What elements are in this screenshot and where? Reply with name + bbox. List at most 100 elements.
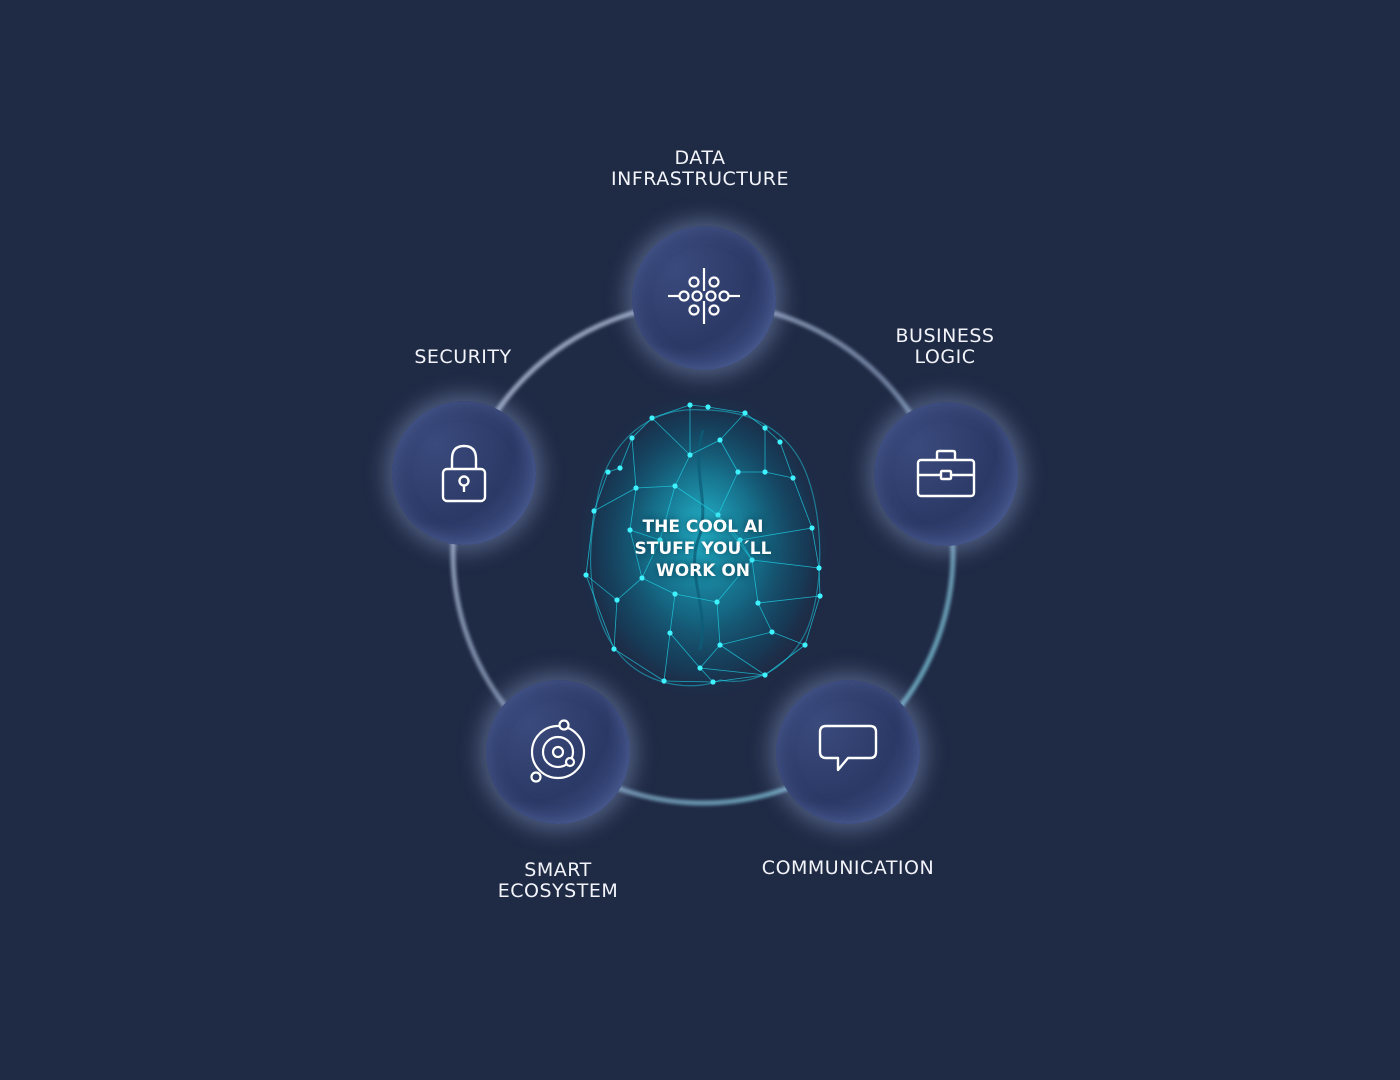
mesh-link [674,454,691,487]
data-infrastructure-label: DATA INFRASTRUCTURE [600,148,800,190]
security-node[interactable] [392,401,536,545]
mesh-link [669,632,701,669]
communication-label-line-1: COMMUNICATION [761,857,935,879]
mesh-node [742,410,748,416]
padlock-icon [441,444,487,503]
mesh-link [719,631,773,646]
mesh-node [617,465,623,471]
center-title-line-3: WORK ON [655,561,751,581]
smart-ecosystem-label-line-2: ECOSYSTEM [497,880,619,902]
mesh-node [762,425,768,431]
mesh-node [717,437,723,443]
mesh-node [687,452,693,458]
neural-network-mesh [585,404,821,683]
mesh-link [719,644,766,676]
mesh-link [585,510,595,576]
mesh-link [674,485,719,516]
mesh-node [657,537,663,543]
mesh-node [629,435,635,441]
mesh-link [613,648,665,682]
mesh-link [689,404,709,408]
mesh-node [802,642,808,648]
mesh-link [699,644,721,669]
smart-ecosystem-label-line-1: SMART [524,859,592,881]
center-title: THE COOL AI STUFF YOU´LL WORK ON [600,516,806,582]
mesh-link [616,577,643,601]
mesh-node [697,665,703,671]
mesh-link [712,674,766,683]
mesh-link [764,427,781,443]
briefcase-icon [916,449,976,498]
mesh-link [719,412,746,441]
business-logic-label-line-2: LOGIC [914,346,976,368]
mesh-link [651,404,691,419]
mesh-node [614,597,620,603]
mesh-link [804,595,821,646]
mesh-node [717,642,723,648]
orbit-icon [530,719,586,783]
mesh-link [751,559,759,604]
mesh-node [714,599,720,605]
mesh-node [817,593,823,599]
mesh-link [629,487,637,531]
mesh-link [717,514,753,561]
mesh-node [715,512,721,518]
mesh-link [707,406,746,414]
mesh-link [717,514,741,541]
mesh-link [818,567,821,597]
data-grid-icon [668,268,740,324]
mesh-link [792,477,813,529]
mesh-node [649,415,655,421]
smart-ecosystem-node[interactable] [486,680,630,824]
mesh-link [585,574,618,601]
business-logic-node[interactable] [874,402,1018,546]
mesh-node [737,537,743,543]
mesh-link [641,577,676,595]
business-logic-label: BUSINESS LOGIC [870,326,1020,368]
mesh-link [771,631,806,646]
data-infrastructure-node[interactable] [632,226,776,370]
brain-fold [693,429,705,651]
mesh-link [719,439,739,473]
mesh-link [716,601,721,646]
mesh-link [631,417,653,439]
mesh-node [667,630,673,636]
mesh-link [669,593,676,634]
mesh-link [663,680,714,683]
mesh-link [651,417,691,456]
mesh-link [699,667,714,683]
mesh-node [591,508,597,514]
mesh-node [627,527,633,533]
mesh-link [641,539,661,579]
mesh-node [687,402,693,408]
mesh-link [717,471,739,516]
mesh-link [629,529,661,541]
mesh-link [593,471,609,512]
mesh-link [764,471,794,479]
mesh-node [639,575,645,581]
communication-node[interactable] [776,680,920,824]
mesh-link [739,539,753,561]
data-infrastructure-label-line-2: INFRASTRUCTURE [611,168,789,190]
mesh-node [816,565,822,571]
mesh-link [613,599,618,650]
mesh-link [757,595,821,604]
mesh-link [629,529,643,579]
mesh-node [672,591,678,597]
mesh-link [663,632,671,682]
mesh-node [661,678,667,684]
smart-ecosystem-label: SMART ECOSYSTEM [478,860,638,902]
mesh-link [716,559,753,603]
mesh-node [769,629,775,635]
mesh-link [674,593,718,603]
center-title-line-1: THE COOL AI [642,517,764,537]
mesh-link [631,437,637,489]
data-infrastructure-label-line-1: DATA [674,147,726,169]
mesh-node [762,672,768,678]
communication-label: COMMUNICATION [748,858,948,879]
mesh-node [809,525,815,531]
mesh-link [659,485,676,541]
mesh-node [672,483,678,489]
mesh-node [777,439,783,445]
